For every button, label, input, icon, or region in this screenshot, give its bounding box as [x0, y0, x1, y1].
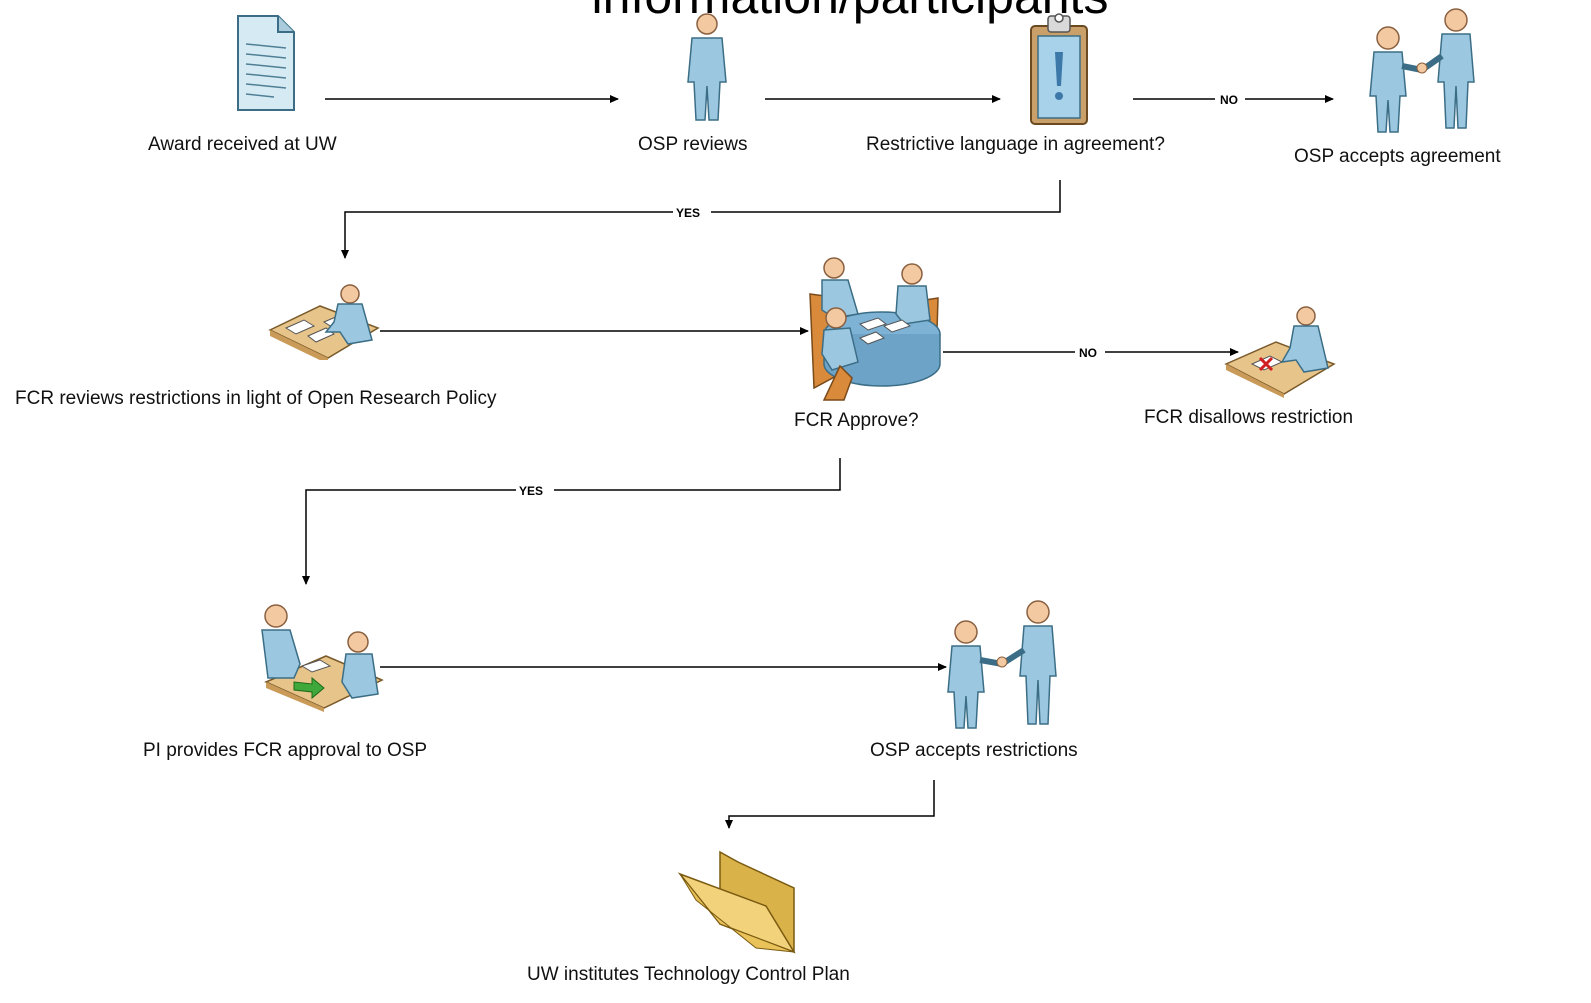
node-label-pi-provides: PI provides FCR approval to OSP — [143, 740, 428, 761]
edge-label-approve-no: NO — [1079, 346, 1097, 360]
node-label-osp-accepts-agreement: OSP accepts agreement — [1294, 146, 1501, 167]
node-label-fcr-approve: FCR Approve? — [794, 410, 919, 431]
person-at-desk-icon — [268, 284, 380, 360]
person-icon — [687, 13, 727, 121]
node-label-osp-reviews: OSP reviews — [638, 134, 748, 155]
edge-osp-tcp — [725, 780, 935, 829]
handshake-icon — [947, 600, 1057, 729]
node-label-award: Award received at UW — [148, 134, 337, 155]
meeting-table-icon — [809, 257, 941, 401]
clipboard-icon — [1030, 13, 1088, 125]
node-label-tcp: UW institutes Technology Control Plan — [527, 964, 850, 985]
node-label-fcr-disallows: FCR disallows restriction — [1144, 407, 1354, 428]
edge-label-approve-yes: YES — [519, 484, 543, 498]
two-people-desk-icon — [261, 604, 384, 712]
handshake-icon — [1369, 8, 1475, 133]
node-label-osp-accepts-restrictions: OSP accepts restrictions — [870, 740, 1078, 761]
diagram-title: information/participants — [0, 0, 1591, 26]
folder-icon — [677, 850, 796, 954]
edge-approve-yes — [302, 458, 841, 585]
edge-label-restrictive-no: NO — [1220, 93, 1238, 107]
node-label-restrictive: Restrictive language in agreement? — [866, 134, 1165, 155]
node-label-fcr-reviews: FCR reviews restrictions in light of Ope… — [15, 388, 497, 409]
edge-label-restrictive-yes: YES — [676, 206, 700, 220]
document-icon — [237, 15, 295, 111]
person-at-desk-icon — [1224, 306, 1336, 398]
